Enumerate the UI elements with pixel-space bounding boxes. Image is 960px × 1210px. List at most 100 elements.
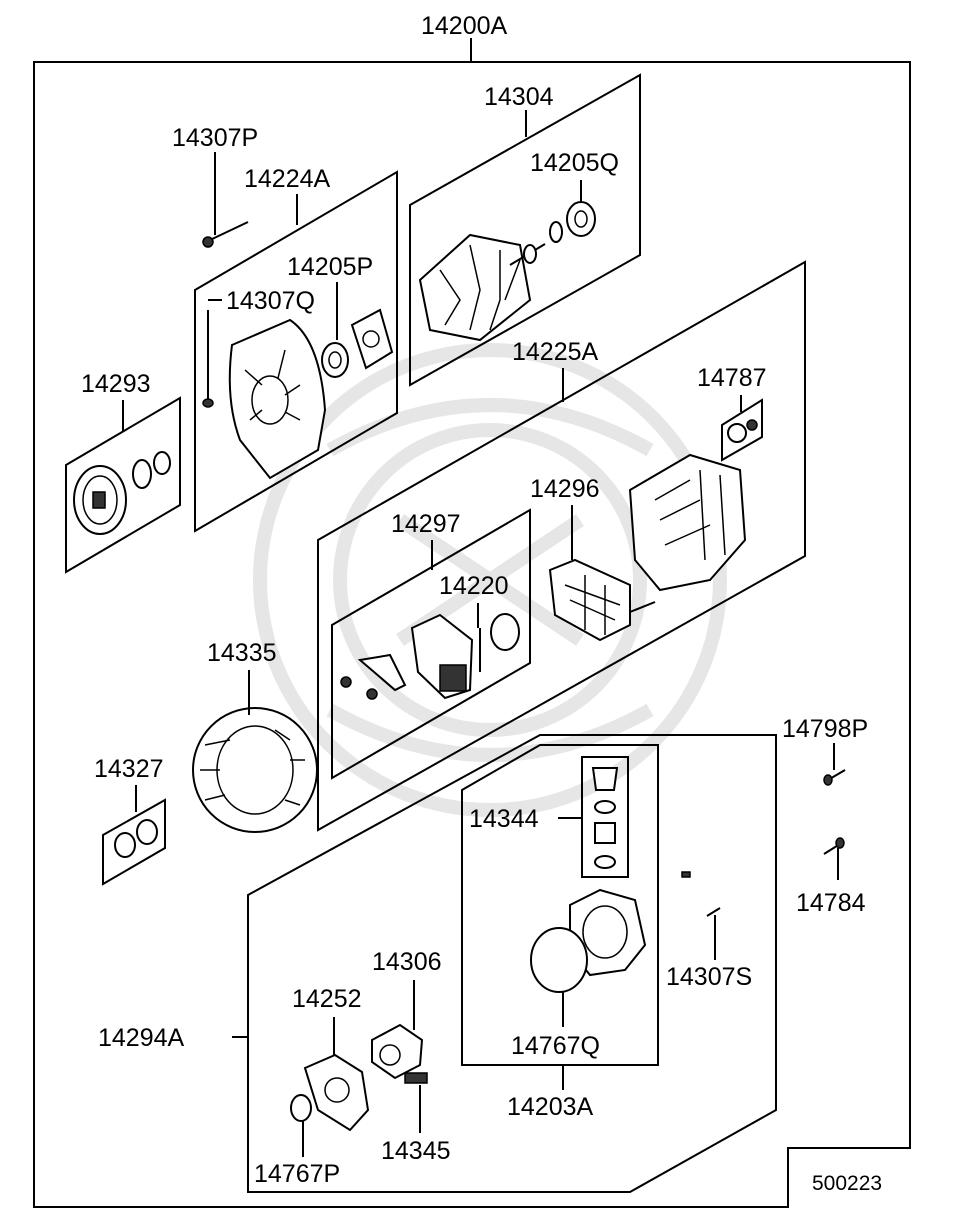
rectifier-part (548, 558, 631, 642)
bolt-798p-head (823, 774, 833, 786)
bolt-p-part[interactable] (202, 221, 249, 248)
label-valve: 14344 (469, 805, 539, 833)
rear-bracket-box (317, 260, 806, 832)
regulator-oring (490, 613, 520, 651)
label-front-bracket: 14224A (244, 165, 331, 193)
bearing-set-box (102, 798, 166, 886)
rectifier-group[interactable] (548, 558, 656, 642)
screw-q-head (202, 398, 214, 408)
pump-housing-box (461, 744, 659, 1066)
rotor-blade-bore (379, 1044, 401, 1066)
front-bracket-part (228, 318, 327, 480)
bearing-set-group[interactable] (102, 798, 166, 886)
nut-cap-nut (746, 419, 758, 431)
bearing-set-a (114, 832, 136, 858)
label-pulley: 14293 (81, 370, 151, 398)
vacuum-pump-frame (247, 734, 777, 1193)
label-bolt-798p: 14798P (782, 715, 868, 743)
valve-ring-a (594, 800, 616, 814)
pulley-washer (132, 459, 152, 489)
cover-plate-part (303, 1053, 370, 1132)
label-brush: 14220 (439, 572, 509, 600)
bearing-retainer-plate (350, 308, 394, 370)
rectifier-bolt (629, 601, 656, 613)
label-cover-plate: 14252 (292, 985, 362, 1013)
watermark-emblem (253, 343, 727, 817)
diagram-code: 500223 (812, 1172, 882, 1195)
oring-p-part (290, 1094, 312, 1122)
label-rotor: 14304 (484, 83, 554, 111)
front-bracket-hub (251, 375, 289, 425)
pulley-box (65, 396, 181, 574)
bolt-798p-part[interactable] (823, 769, 846, 786)
label-rectifier: 14296 (530, 475, 600, 503)
rotor-group[interactable] (409, 73, 641, 387)
label-stator: 14335 (207, 639, 277, 667)
valve-ring-b (594, 855, 616, 869)
bearing-set-b (136, 819, 158, 845)
pulley-spacer (153, 451, 171, 475)
label-screw-q: 14307Q (226, 287, 315, 315)
blade-vane-part (404, 1072, 428, 1084)
front-bearing-inner (328, 351, 342, 369)
bolt-p-head (202, 236, 214, 248)
label-bolt-784: 14784 (796, 889, 866, 917)
rectifier-details (564, 575, 621, 635)
stator-windings (200, 729, 305, 806)
label-bolt-p: 14307P (172, 124, 258, 152)
rotor-spacer (549, 221, 563, 243)
pulley-groove (82, 475, 118, 525)
label-oring-p: 14767P (254, 1160, 340, 1188)
label-pump-housing: 14203A (507, 1093, 594, 1121)
rotor-bearing-inner (574, 210, 588, 228)
front-bracket-ribs (244, 349, 301, 421)
label-blade-vane: 14345 (381, 1137, 451, 1165)
pump-rotor-group[interactable] (290, 1023, 428, 1132)
pin-part (681, 871, 691, 878)
assembly-frame (33, 61, 911, 1208)
label-rear-bracket: 14225A (512, 338, 599, 366)
label-oring-q: 14767Q (511, 1032, 600, 1060)
label-rotor-blade: 14306 (372, 948, 442, 976)
rear-bracket-fins (654, 469, 726, 561)
label-vacuum-pump: 14294A (98, 1024, 185, 1052)
rotor-bearing-part (566, 201, 596, 237)
rotor-slip-ring (523, 244, 537, 264)
label-bearing-set: 14327 (94, 755, 164, 783)
front-bracket-group[interactable] (194, 170, 398, 533)
retainer-hole (362, 330, 380, 348)
pump-housing-bore (582, 905, 628, 959)
label-assembly: 14200A (421, 12, 508, 40)
rear-bracket-group[interactable] (317, 260, 806, 832)
front-bracket-box (194, 170, 398, 533)
screw-s-part (706, 907, 721, 917)
stator-group[interactable] (192, 707, 318, 833)
nut-cap-part (727, 423, 747, 443)
regulator-screw-b (366, 688, 378, 700)
regulator-group[interactable] (331, 508, 531, 780)
rear-bracket-part (628, 453, 747, 592)
bolt-784-head (835, 837, 845, 849)
label-nut-cap: 14787 (697, 364, 767, 392)
rotor-claws (439, 244, 521, 331)
regulator-brush-holder (439, 664, 467, 692)
valve-part (591, 767, 619, 791)
label-front-bearing: 14205P (287, 253, 373, 281)
front-bearing-part (321, 342, 349, 378)
cover-plate-bore (324, 1077, 350, 1103)
regulator-box (331, 508, 531, 780)
rotor-blade-part (371, 1023, 424, 1080)
bolt-784-part[interactable] (823, 837, 845, 855)
valve-body (594, 822, 616, 844)
label-rotor-bearing: 14205Q (530, 149, 619, 177)
bolt-p-shaft (209, 221, 249, 241)
label-regulator: 14297 (391, 510, 461, 538)
pulley-group[interactable] (65, 396, 181, 574)
label-screw-s: 14307S (666, 963, 752, 991)
pulley-hub (92, 491, 106, 509)
regulator-terminal (357, 653, 407, 692)
regulator-screw-a (340, 676, 352, 688)
rotor-box (409, 73, 641, 387)
rotor-part (418, 233, 532, 342)
